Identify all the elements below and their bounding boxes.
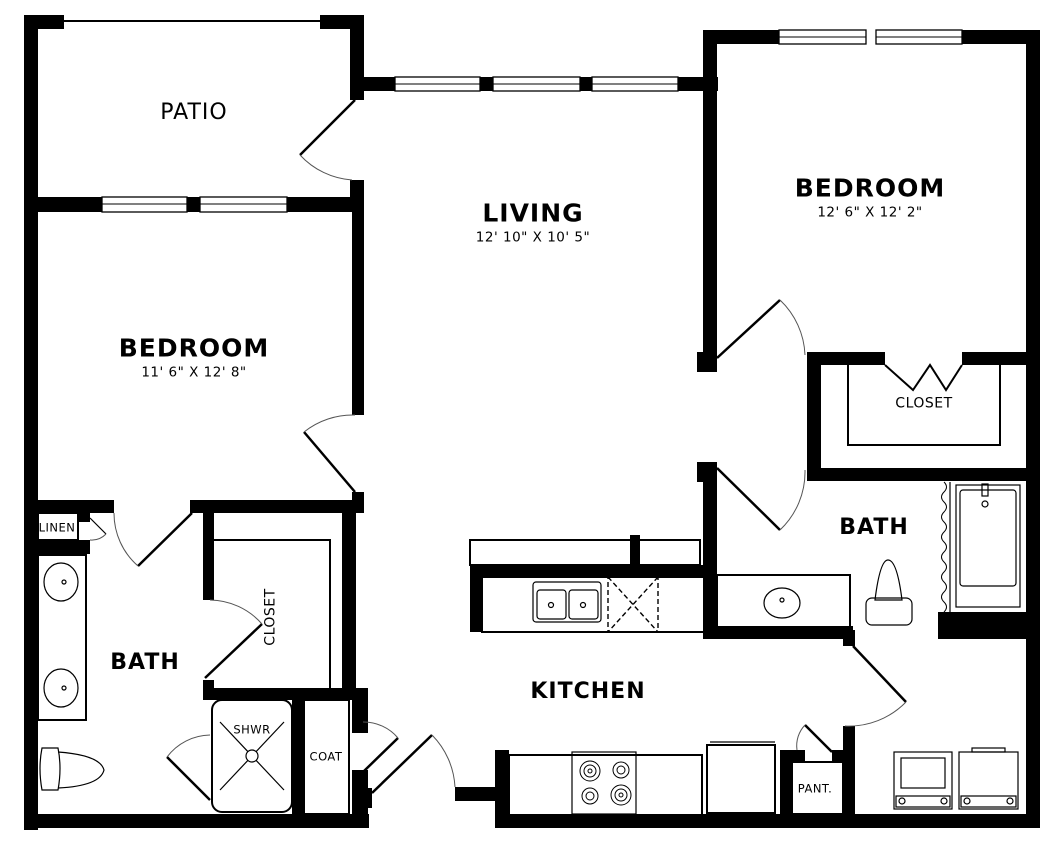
bedroom-left-name: BEDROOM — [118, 333, 270, 363]
living-name: LIVING — [482, 198, 584, 228]
room-label-bedroom-right: BEDROOM 12' 6" X 12' 2" — [795, 174, 946, 219]
room-label-coat: COAT — [309, 749, 343, 764]
living-dimensions: 12' 10" X 10' 5" — [475, 228, 591, 245]
room-label-kitchen: KITCHEN — [530, 678, 646, 704]
room-label-linen: LINEN — [38, 520, 76, 535]
windows — [101, 29, 963, 213]
room-label-living: LIVING 12' 10" X 10' 5" — [476, 199, 590, 244]
room-label-bedroom-left: BEDROOM 11' 6" X 12' 8" — [119, 334, 270, 379]
doors — [89, 99, 963, 801]
room-label-patio: PATIO — [160, 99, 228, 125]
walls — [24, 15, 1040, 830]
room-label-pantry: PANT. — [797, 781, 833, 796]
room-label-bath-left: BATH — [110, 649, 180, 675]
fixtures — [37, 365, 1021, 816]
bedroom-right-dimensions: 12' 6" X 12' 2" — [817, 203, 923, 220]
bedroom-right-name: BEDROOM — [794, 173, 946, 203]
patio-name: PATIO — [160, 99, 228, 125]
room-label-bath-right: BATH — [839, 514, 909, 540]
room-label-closet-right: CLOSET — [895, 395, 953, 412]
room-label-closet-left: CLOSET — [262, 588, 279, 646]
room-label-shower: SHWR — [233, 722, 271, 737]
bedroom-left-dimensions: 11' 6" X 12' 8" — [141, 363, 247, 380]
